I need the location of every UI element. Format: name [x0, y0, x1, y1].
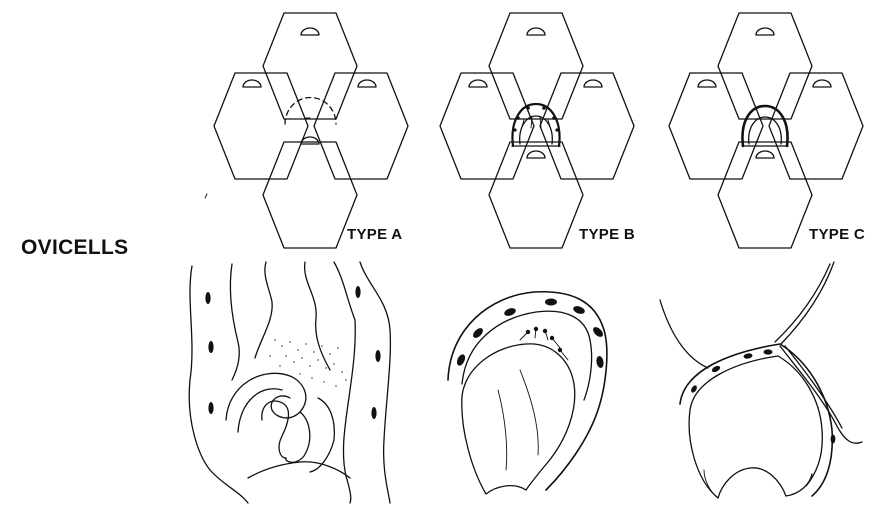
ovicell-outline-dashed — [285, 97, 336, 124]
zooid-right — [769, 73, 863, 179]
colony-type-c — [669, 13, 863, 248]
detail-type-b — [448, 292, 607, 494]
figure-title: OVICELLS — [21, 236, 128, 260]
detail-type-c — [660, 262, 862, 498]
label-type-c: TYPE C — [809, 226, 865, 243]
zooid-bottom — [489, 142, 583, 248]
zooid-top — [263, 13, 357, 119]
label-type-a: TYPE A — [347, 226, 402, 243]
label-type-b: TYPE B — [579, 226, 635, 243]
ovicell-inner — [520, 116, 553, 144]
zooid-right — [540, 73, 634, 179]
colony-type-b — [440, 13, 634, 248]
detail-type-a — [189, 262, 390, 503]
zooid-top — [718, 13, 812, 119]
ovicell-inner — [749, 117, 782, 144]
zooid-left — [669, 73, 763, 179]
zooid-bottom — [263, 137, 357, 248]
pores — [455, 299, 604, 369]
zooid-bottom — [718, 142, 812, 248]
zooid-left — [214, 73, 308, 179]
zooid-left — [440, 73, 534, 179]
zooid-right — [314, 73, 408, 179]
colony-type-a — [214, 13, 408, 248]
stray-mark — [205, 194, 207, 198]
stipple — [269, 339, 346, 386]
